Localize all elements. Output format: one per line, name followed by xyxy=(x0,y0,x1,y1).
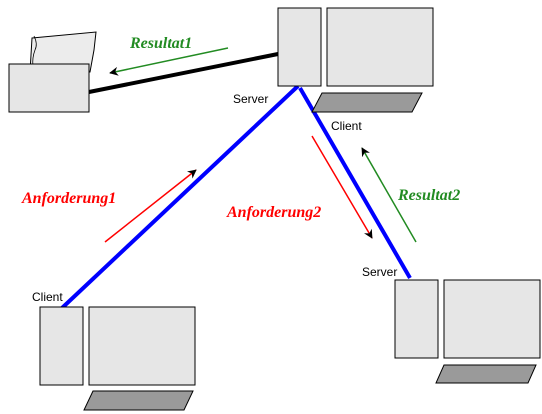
resultat2-arrow xyxy=(361,147,417,243)
link-server-client-left xyxy=(60,84,300,310)
printer-link xyxy=(88,52,279,94)
client-label-top: Client xyxy=(331,119,362,133)
link-server-client-right xyxy=(298,86,412,280)
resultat2-label: Resultat2 xyxy=(397,187,460,204)
anforderung2-label: Anforderung2 xyxy=(226,204,321,221)
server-label-right: Server xyxy=(362,265,397,279)
server-label-top: Server xyxy=(233,92,268,106)
anforderung1-arrow xyxy=(104,169,197,243)
resultat1-label: Resultat1 xyxy=(129,35,192,52)
anforderung1-label: Anforderung1 xyxy=(21,190,116,207)
anforderung2-arrow xyxy=(311,135,373,239)
computer-icon xyxy=(277,7,434,113)
resultat1-arrow xyxy=(109,47,229,76)
computer-icon xyxy=(394,279,541,384)
client-label-bottom-left: Client xyxy=(32,290,63,304)
computer-icon xyxy=(39,306,196,411)
printer-icon xyxy=(8,31,97,113)
